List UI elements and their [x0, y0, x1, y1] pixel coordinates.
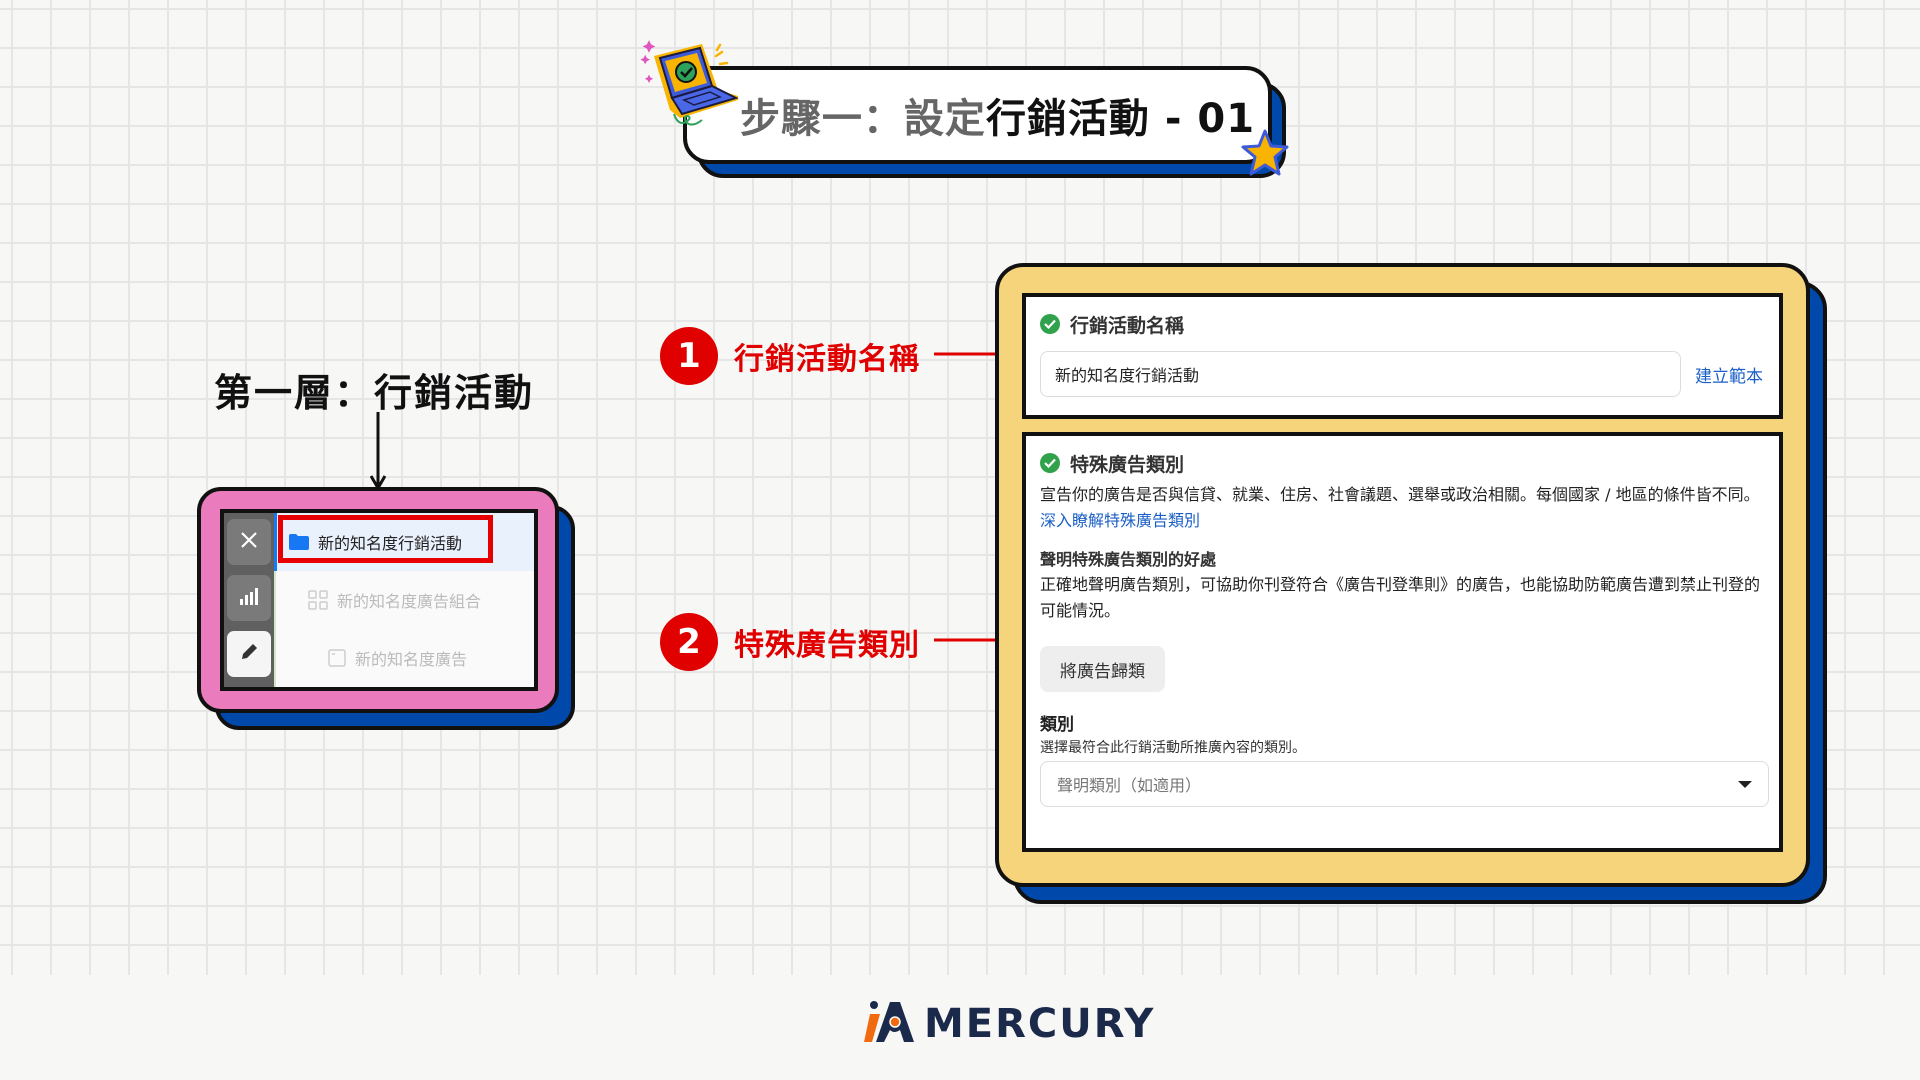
down-arrow-icon — [369, 412, 387, 491]
title-main: 行銷活動 - 01 — [985, 96, 1256, 142]
section-heading: 行銷活動名稱 — [1040, 311, 1763, 337]
campaign-tree-list: 新的知名度行銷活動 新的知名度廣告組合 新的知名度廣告 — [274, 513, 534, 687]
laptop-sticker-icon — [640, 34, 750, 134]
tree-item-adset[interactable]: 新的知名度廣告組合 — [276, 571, 534, 629]
check-circle-icon — [1040, 453, 1060, 473]
annotation-label: 特殊廣告類別 — [734, 628, 920, 663]
title-banner: 步驟一：設定行銷活動 - 01 — [683, 66, 1272, 164]
tree-item-ad[interactable]: 新的知名度廣告 — [276, 629, 534, 687]
check-circle-icon — [1040, 314, 1060, 334]
campaign-name-section: 行銷活動名稱 新的知名度行銷活動 建立範本 — [1022, 293, 1783, 419]
tree-item-label: 新的知名度廣告組合 — [337, 592, 482, 611]
folder-icon — [289, 534, 309, 550]
mercury-logo: MERCURY — [864, 1000, 1155, 1048]
layer-title: 第一層：行銷活動 — [214, 371, 535, 415]
annotation-number: 2 — [660, 613, 718, 671]
campaign-name-heading: 行銷活動名稱 — [1070, 314, 1185, 337]
benefit-heading: 聲明特殊廣告類別的好處 — [1040, 550, 1217, 569]
close-button[interactable] — [227, 519, 271, 565]
create-template-link[interactable]: 建立範本 — [1695, 366, 1763, 387]
special-ad-category-section: 特殊廣告類別 宣告你的廣告是否與信貸、就業、住房、社會議題、選舉或政治相關。每個… — [1022, 432, 1783, 852]
campaign-tree-preview: 新的知名度行銷活動 新的知名度廣告組合 新的知名度廣告 — [220, 509, 538, 691]
classify-ad-button[interactable]: 將廣告歸類 — [1040, 646, 1165, 692]
grid-icon — [308, 590, 328, 610]
caret-down-icon — [1738, 780, 1752, 788]
benefit-text: 正確地聲明廣告類別，可協助你刊登符合《廣告刊登準則》的廣告，也能協助防範廣告遭到… — [1040, 575, 1761, 620]
annotation-label: 行銷活動名稱 — [734, 342, 920, 377]
category-placeholder: 聲明類別（如適用） — [1057, 776, 1202, 795]
category-label: 類別 — [1040, 715, 1074, 735]
learn-more-link[interactable]: 深入瞭解特殊廣告類別 — [1040, 511, 1201, 530]
tree-item-label: 新的知名度行銷活動 — [318, 534, 463, 553]
page-title: 步驟一：設定行銷活動 - 01 — [740, 86, 1255, 144]
annotation-number: 1 — [660, 327, 718, 385]
close-icon — [240, 531, 258, 553]
pencil-icon — [239, 642, 259, 666]
bar-chart-icon — [239, 587, 259, 609]
preview-rail — [224, 513, 274, 687]
campaign-name-value: 新的知名度行銷活動 — [1055, 366, 1200, 385]
star-sticker-icon — [1240, 128, 1290, 178]
mercury-mark-icon — [864, 1000, 914, 1048]
chart-button[interactable] — [227, 575, 271, 621]
annotation-2: 2 特殊廣告類別 — [660, 613, 1021, 671]
tree-item-campaign[interactable]: 新的知名度行銷活動 — [274, 513, 534, 571]
edit-button[interactable] — [227, 631, 271, 677]
annotation-1: 1 行銷活動名稱 — [660, 327, 1021, 385]
description-text: 宣告你的廣告是否與信貸、就業、住房、社會議題、選舉或政治相關。每個國家 / 地區… — [1040, 485, 1760, 504]
category-dropdown[interactable]: 聲明類別（如適用） — [1040, 761, 1769, 807]
special-ad-heading: 特殊廣告類別 — [1070, 453, 1185, 476]
section-heading: 特殊廣告類別 — [1040, 450, 1763, 476]
campaign-name-input[interactable]: 新的知名度行銷活動 — [1040, 351, 1681, 397]
campaign-name-row: 新的知名度行銷活動 建立範本 — [1040, 351, 1763, 397]
title-prefix: 步驟一：設定 — [739, 96, 986, 142]
brand-name: MERCURY — [924, 1001, 1156, 1047]
category-hint: 選擇最符合此行銷活動所推廣內容的類別。 — [1040, 740, 1306, 756]
tree-item-label: 新的知名度廣告 — [355, 650, 468, 669]
ad-icon — [328, 649, 346, 667]
special-ad-description: 宣告你的廣告是否與信貸、就業、住房、社會議題、選舉或政治相關。每個國家 / 地區… — [1040, 482, 1763, 534]
